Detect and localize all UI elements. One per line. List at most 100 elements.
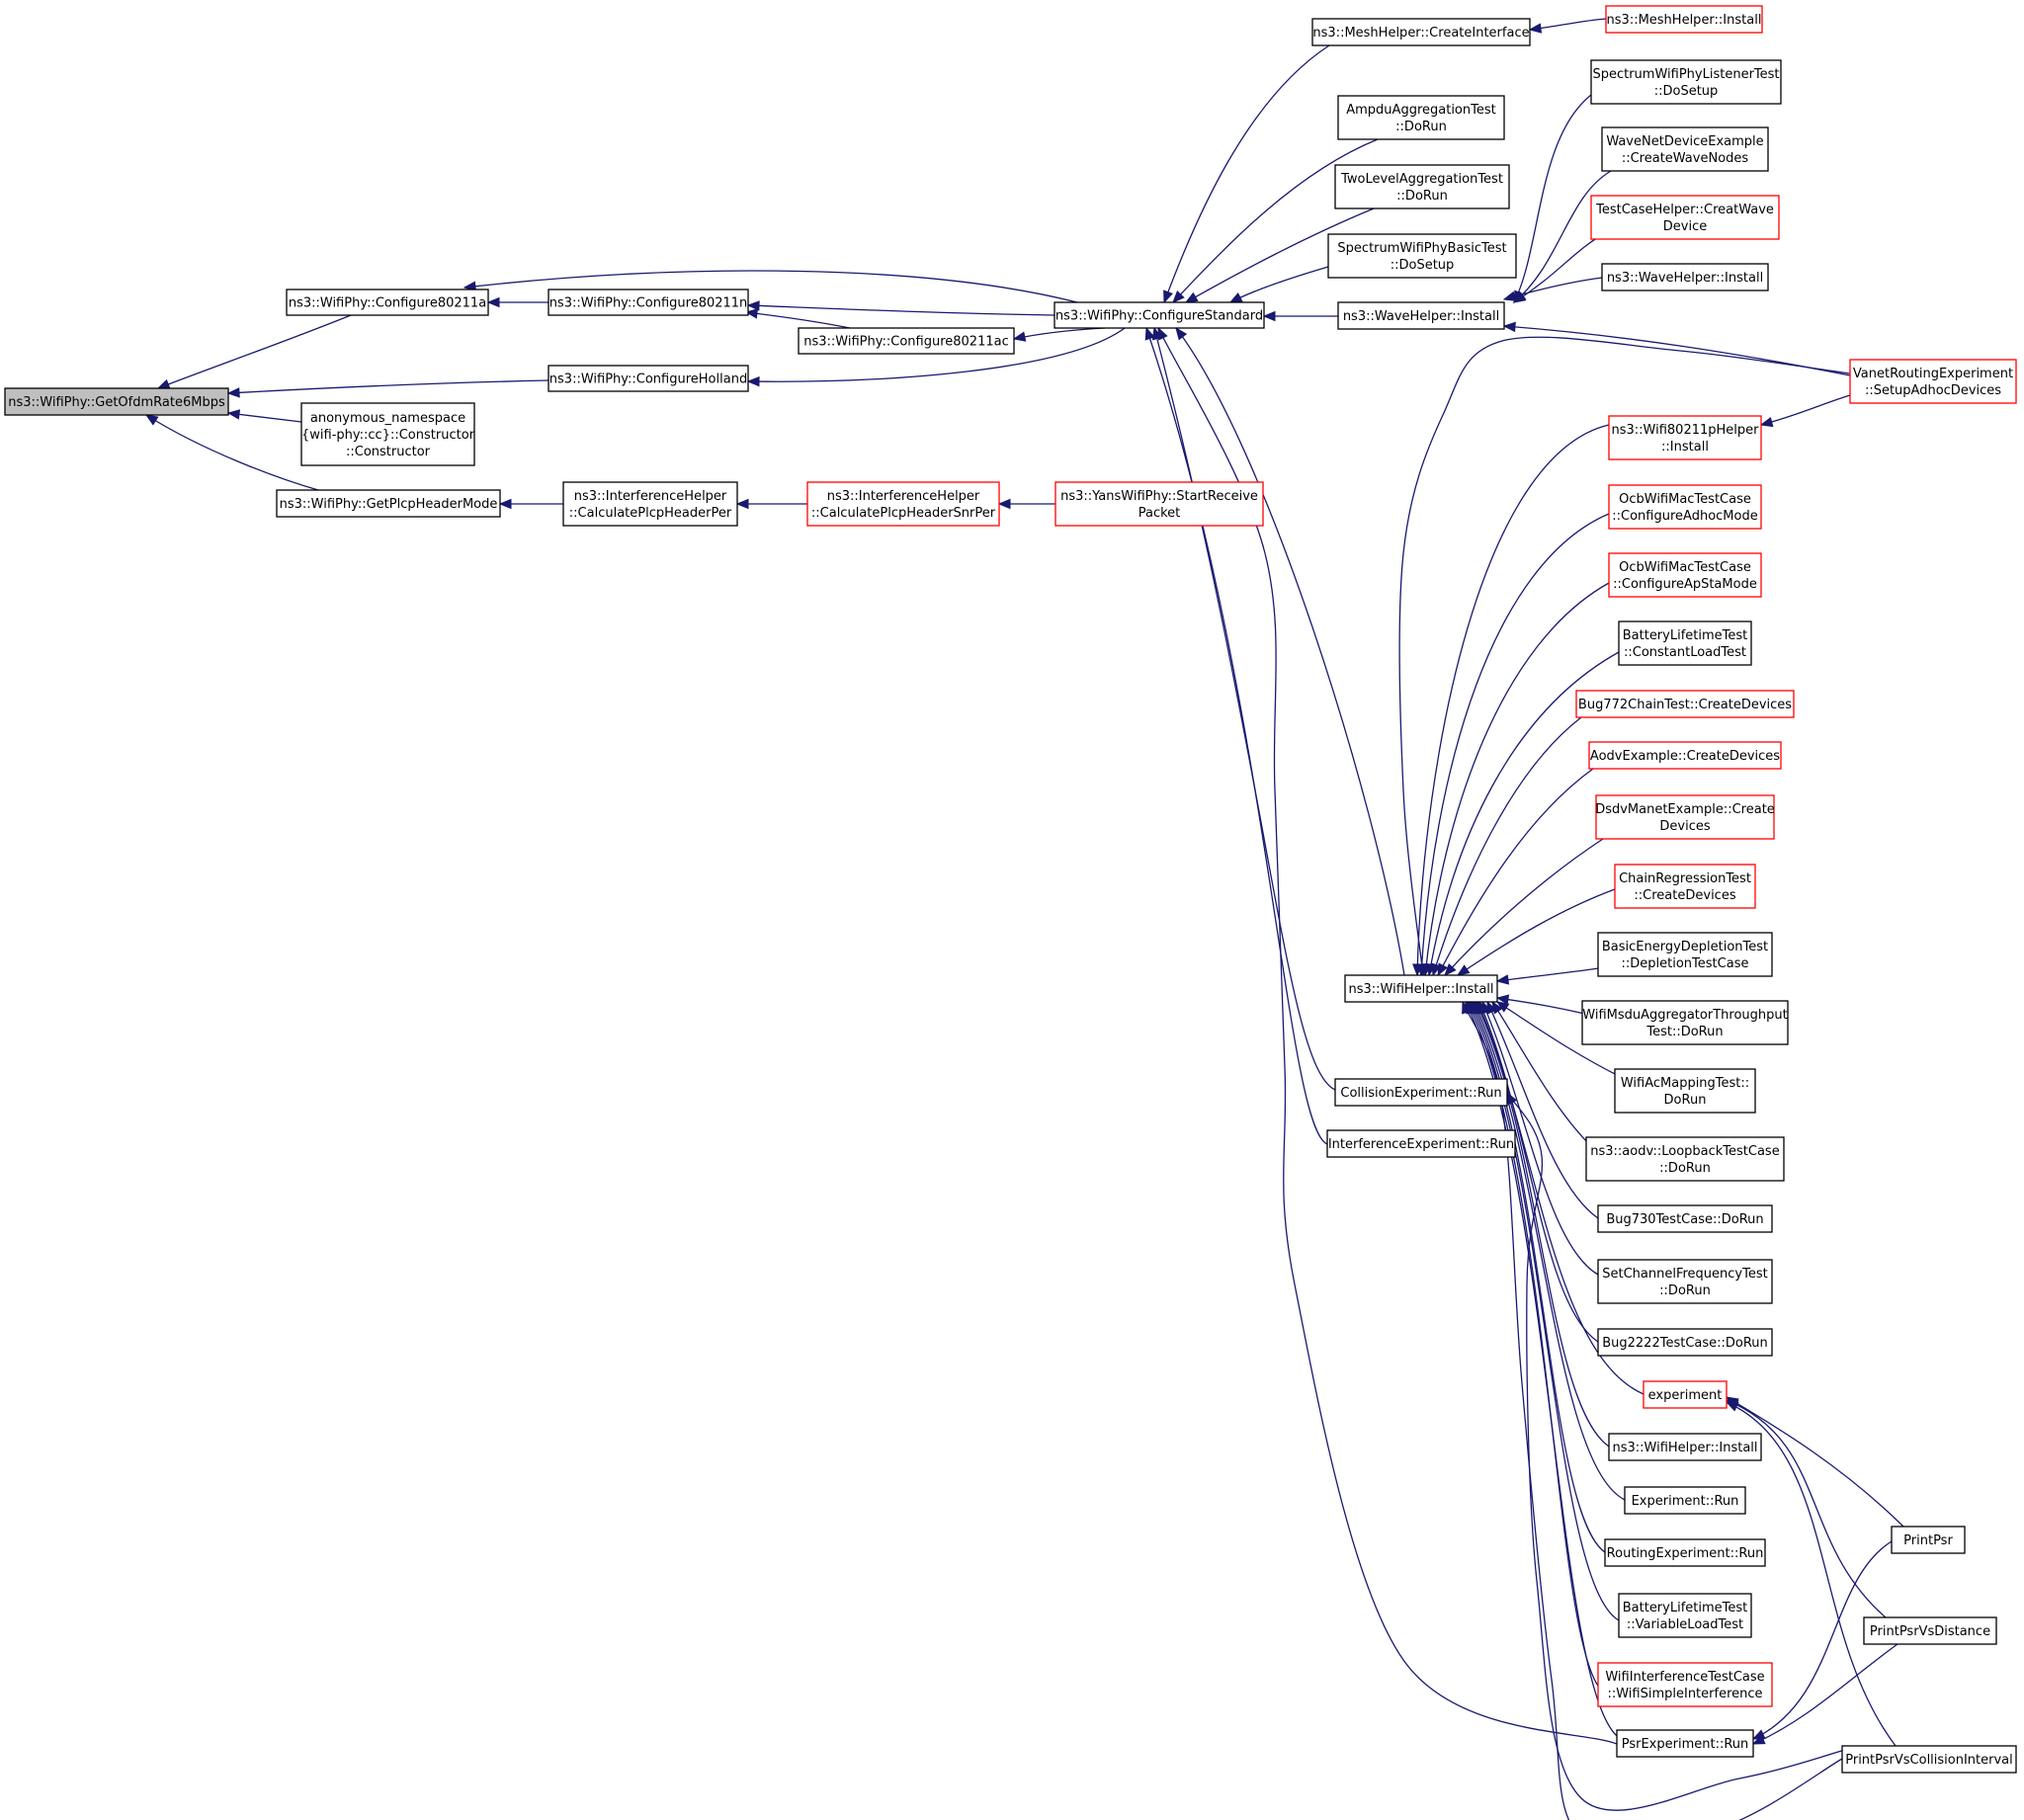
node-printpsr[interactable]: PrintPsr (1891, 1526, 1966, 1554)
node-box[interactable] (1618, 1593, 1752, 1638)
node-ampdu[interactable]: AmpduAggregationTest::DoRun (1337, 95, 1505, 140)
node-wifiinterf[interactable]: WifiInterferenceTestCase::WifiSimpleInte… (1597, 1662, 1773, 1707)
node-printpsrcoll[interactable]: PrintPsrVsCollisionInterval (1841, 1745, 2017, 1774)
node-aodvex[interactable]: AodvExample::CreateDevices (1588, 741, 1782, 770)
node-acmap[interactable]: WifiAcMappingTest::DoRun (1614, 1068, 1756, 1114)
node-cfg80211ac[interactable]: ns3::WifiPhy::Configure80211ac (798, 327, 1015, 355)
node-box[interactable] (1590, 195, 1780, 240)
node-battvar[interactable]: BatteryLifetimeTest::VariableLoadTest (1618, 1593, 1752, 1638)
node-box[interactable] (1616, 1729, 1754, 1758)
node-box[interactable] (1337, 95, 1505, 140)
node-box[interactable] (300, 402, 475, 466)
node-meshci[interactable]: ns3::MeshHelper::CreateInterface (1311, 18, 1531, 46)
node-loopback[interactable]: ns3::aodv::LoopbackTestCase::DoRun (1585, 1136, 1785, 1182)
node-box[interactable] (1614, 864, 1756, 909)
node-box[interactable] (1575, 690, 1795, 718)
node-box[interactable] (1618, 620, 1752, 666)
node-box[interactable] (1327, 233, 1517, 279)
node-speclist[interactable]: SpectrumWifiPhyListenerTest::DoSetup (1590, 59, 1782, 105)
node-box[interactable] (1597, 1662, 1773, 1707)
node-box[interactable] (1605, 5, 1763, 34)
node-getofdm[interactable]: ns3::WifiPhy::GetOfdmRate6Mbps (4, 387, 229, 416)
node-box[interactable] (1581, 1000, 1789, 1045)
node-ocbadhoc[interactable]: OcbWifiMacTestCase::ConfigureAdhocMode (1608, 484, 1762, 530)
node-meshinst[interactable]: ns3::MeshHelper::Install (1605, 5, 1763, 34)
node-printpsrdist[interactable]: PrintPsrVsDistance (1863, 1616, 1997, 1645)
node-battconst[interactable]: BatteryLifetimeTest::ConstantLoadTest (1618, 620, 1752, 666)
node-box[interactable] (4, 387, 229, 416)
node-wifihi2[interactable]: ns3::WifiHelper::Install (1608, 1433, 1762, 1461)
node-box[interactable] (1588, 741, 1782, 770)
node-box[interactable] (1608, 1433, 1762, 1461)
node-chainreg[interactable]: ChainRegressionTest::CreateDevices (1614, 864, 1756, 909)
node-twolevel[interactable]: TwoLevelAggregationTest::DoRun (1334, 164, 1510, 209)
node-wavehi[interactable]: ns3::WaveHelper::Install (1337, 301, 1505, 330)
node-ocbapsta[interactable]: OcbWifiMacTestCase::ConfigureApStaMode (1608, 552, 1762, 598)
node-box[interactable] (798, 327, 1015, 355)
node-box[interactable] (1597, 1204, 1773, 1233)
node-box[interactable] (1595, 794, 1775, 840)
node-box[interactable] (1849, 359, 2017, 404)
node-bug730[interactable]: Bug730TestCase::DoRun (1597, 1204, 1773, 1233)
node-box[interactable] (1614, 1068, 1756, 1114)
node-specbasic[interactable]: SpectrumWifiPhyBasicTest::DoSetup (1327, 233, 1517, 279)
node-box[interactable] (1585, 1136, 1785, 1182)
node-box[interactable] (286, 289, 489, 316)
node-box[interactable] (562, 481, 738, 527)
node-experiment[interactable]: experiment (1643, 1380, 1728, 1409)
node-exprun[interactable]: Experiment::Run (1624, 1486, 1746, 1515)
node-psrexp[interactable]: PsrExperiment::Run (1616, 1729, 1754, 1758)
node-box[interactable] (1841, 1745, 2017, 1774)
node-box[interactable] (1334, 164, 1510, 209)
node-vanet[interactable]: VanetRoutingExperiment::SetupAdhocDevice… (1849, 359, 2017, 404)
node-box[interactable] (1863, 1616, 1997, 1645)
node-box[interactable] (1604, 1538, 1766, 1567)
node-box[interactable] (1590, 59, 1782, 105)
node-basicenergy[interactable]: BasicEnergyDepletionTest::DepletionTestC… (1597, 932, 1773, 977)
node-calcper[interactable]: ns3::InterferenceHelper::CalculatePlcpHe… (562, 481, 738, 527)
node-routing[interactable]: RoutingExperiment::Run (1604, 1538, 1766, 1567)
node-cfgstd[interactable]: ns3::WifiPhy::ConfigureStandard (1054, 301, 1265, 329)
node-box[interactable] (1597, 1259, 1773, 1304)
node-cfg80211n[interactable]: ns3::WifiPhy::Configure80211n (548, 289, 749, 316)
node-box[interactable] (1344, 974, 1498, 1003)
node-box[interactable] (1054, 481, 1264, 527)
node-dsdv[interactable]: DsdvManetExample::CreateDevices (1595, 794, 1775, 840)
node-bug2222[interactable]: Bug2222TestCase::DoRun (1597, 1328, 1773, 1357)
node-interfexp[interactable]: InterferenceExperiment::Run (1326, 1129, 1516, 1158)
node-cfgholland[interactable]: ns3::WifiPhy::ConfigureHolland (548, 365, 749, 392)
node-calcsnr[interactable]: ns3::InterferenceHelper::CalculatePlcpHe… (806, 481, 1000, 527)
node-anon[interactable]: anonymous_namespace{wifi-phy::cc}::Const… (300, 402, 475, 466)
node-box[interactable] (1326, 1129, 1516, 1158)
node-box[interactable] (1597, 1328, 1773, 1357)
node-getplcp[interactable]: ns3::WifiPhy::GetPlcpHeaderMode (276, 489, 501, 518)
node-cfg80211a[interactable]: ns3::WifiPhy::Configure80211a (286, 289, 489, 316)
node-box[interactable] (1643, 1380, 1728, 1409)
node-box[interactable] (1601, 263, 1769, 291)
node-box[interactable] (1891, 1526, 1966, 1554)
node-wavehi2[interactable]: ns3::WaveHelper::Install (1601, 263, 1769, 291)
node-box[interactable] (1337, 301, 1505, 330)
node-box[interactable] (1608, 415, 1762, 460)
node-box[interactable] (1608, 552, 1762, 598)
node-box[interactable] (1334, 1078, 1508, 1107)
node-box[interactable] (548, 365, 749, 392)
node-bug772[interactable]: Bug772ChainTest::CreateDevices (1575, 690, 1795, 718)
node-box[interactable] (1601, 126, 1769, 172)
node-box[interactable] (1624, 1486, 1746, 1515)
node-wifi80211p[interactable]: ns3::Wifi80211pHelper::Install (1608, 415, 1762, 460)
node-box[interactable] (806, 481, 1000, 527)
node-box[interactable] (1597, 932, 1773, 977)
node-box[interactable] (1311, 18, 1531, 46)
node-wifihi[interactable]: ns3::WifiHelper::Install (1344, 974, 1498, 1003)
node-collision[interactable]: CollisionExperiment::Run (1334, 1078, 1508, 1107)
node-setchan[interactable]: SetChannelFrequencyTest::DoRun (1597, 1259, 1773, 1304)
node-box[interactable] (1608, 484, 1762, 530)
node-wavenet[interactable]: WaveNetDeviceExample::CreateWaveNodes (1601, 126, 1769, 172)
node-box[interactable] (548, 289, 749, 316)
node-box[interactable] (1054, 301, 1265, 329)
node-box[interactable] (276, 489, 501, 518)
